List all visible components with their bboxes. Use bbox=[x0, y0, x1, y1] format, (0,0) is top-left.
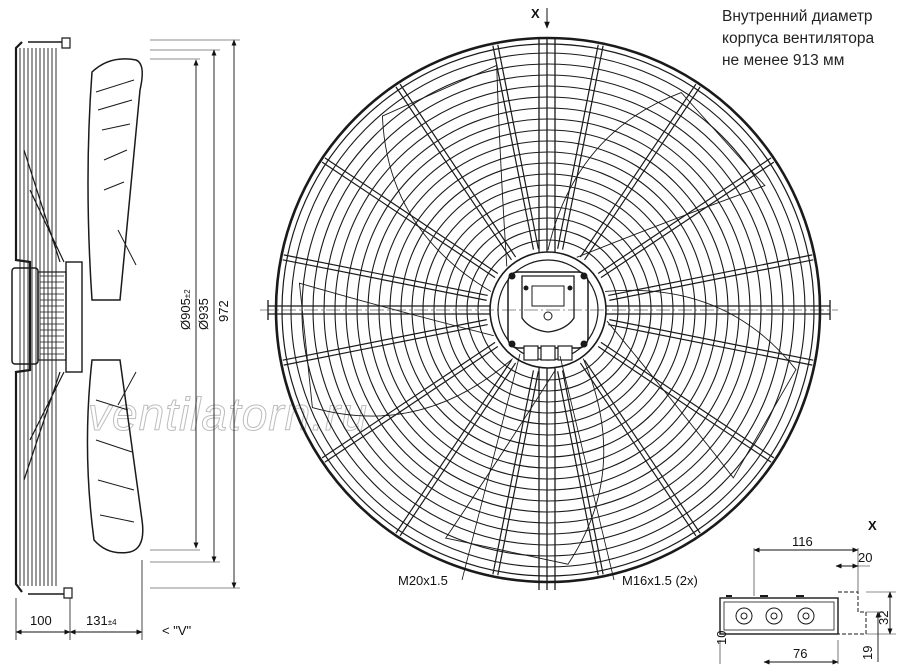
fan-blade bbox=[547, 92, 766, 258]
side-view bbox=[11, 37, 240, 640]
guard-spoke bbox=[561, 45, 604, 250]
housing-diameter-note: Внутренний диаметр корпуса вентилятора н… bbox=[722, 6, 898, 72]
guard-spoke bbox=[497, 371, 539, 576]
dim-label-32: 32 bbox=[876, 611, 891, 625]
guard-spoke bbox=[395, 359, 512, 534]
guard-spoke bbox=[492, 370, 535, 575]
guard-spoke bbox=[283, 254, 488, 297]
guard-spoke bbox=[283, 323, 488, 366]
guard-spoke bbox=[324, 346, 499, 463]
note-line-2: корпуса вентилятора bbox=[722, 30, 875, 47]
guard-spoke bbox=[579, 362, 697, 537]
note-line-1: Внутренний диаметр bbox=[722, 8, 873, 25]
callout-m20: M20x1.5 bbox=[398, 573, 448, 588]
guard-spoke bbox=[608, 323, 813, 366]
dim-label-19: 19 bbox=[860, 646, 875, 660]
fan-blade bbox=[444, 358, 605, 565]
dim-label-131: 131±4 bbox=[86, 613, 117, 628]
guard-spoke bbox=[324, 157, 499, 274]
dim-label-10: 10 bbox=[714, 631, 729, 645]
guard-spoke bbox=[608, 254, 813, 297]
guard-spoke bbox=[399, 83, 517, 258]
callout-m16: M16x1.5 (2x) bbox=[622, 573, 698, 588]
guard-spoke bbox=[497, 44, 539, 249]
guard-spoke bbox=[600, 161, 775, 279]
dim-label-972: 972 bbox=[216, 300, 231, 322]
note-line-3: не менее 913 мм bbox=[722, 52, 845, 69]
view-x-marker-top: X bbox=[531, 6, 540, 21]
dim-label-20: 20 bbox=[858, 550, 872, 565]
dim-label-116: 116 bbox=[792, 534, 813, 549]
guard-spoke bbox=[561, 370, 604, 575]
fan-blade bbox=[605, 289, 797, 479]
guard-spoke bbox=[321, 341, 496, 459]
guard-spoke bbox=[282, 259, 487, 301]
guard-spoke bbox=[579, 83, 697, 258]
guard-spoke bbox=[282, 319, 487, 361]
dim-label-76: 76 bbox=[793, 646, 807, 661]
guard-spoke bbox=[597, 157, 772, 274]
front-view bbox=[260, 36, 838, 590]
guard-spoke bbox=[399, 362, 517, 537]
guard-spoke bbox=[492, 45, 535, 250]
guard-spoke bbox=[597, 346, 772, 463]
guard-spoke bbox=[600, 341, 775, 459]
guard-spoke bbox=[609, 259, 814, 301]
guard-spoke bbox=[557, 371, 599, 576]
dim-label-905: Ø905±2 bbox=[178, 289, 193, 330]
guard-spoke bbox=[395, 86, 512, 261]
guard-spoke bbox=[584, 86, 701, 261]
view-x-marker-detail: X bbox=[868, 518, 877, 533]
dim-label-100: 100 bbox=[30, 613, 52, 628]
guard-spoke bbox=[557, 44, 599, 249]
view-v-label: < "V" bbox=[162, 623, 191, 638]
guard-spoke bbox=[584, 359, 701, 534]
watermark: ventilatorn.ru bbox=[88, 388, 368, 440]
dim-label-935: Ø935 bbox=[196, 298, 211, 330]
guard-spoke bbox=[321, 161, 496, 279]
guard-spoke bbox=[609, 319, 814, 361]
